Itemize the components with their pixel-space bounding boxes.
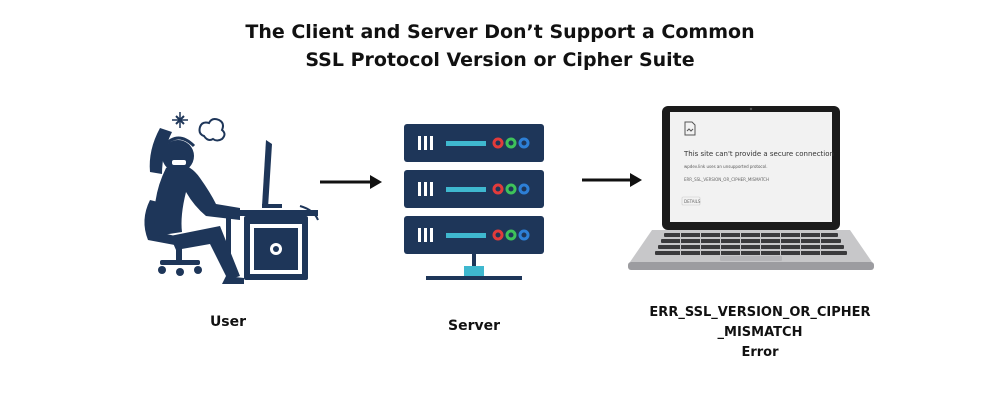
server-unit-1	[404, 124, 544, 162]
error-label-line-3: Error	[741, 345, 779, 360]
anger-symbol-icon	[172, 112, 188, 128]
screen-error-code: ERR_SSL_VERSION_OR_CIPHER_MISMATCH	[684, 177, 769, 182]
diagram-title: The Client and Server Don’t Support a Co…	[0, 18, 1000, 74]
user-label: User	[209, 314, 247, 330]
frustrated-user-icon	[144, 112, 319, 284]
steam-cloud-icon	[198, 118, 226, 142]
screen-details-button[interactable]: DETAILS	[684, 199, 701, 204]
server-unit-2	[404, 170, 544, 208]
arrow-right-icon	[320, 175, 382, 189]
broken-page-icon	[684, 121, 696, 136]
screen-subtext: wpdev.link uses an unsupported protocol.	[684, 164, 768, 169]
arrow-right-icon	[582, 173, 642, 187]
title-line-2: SSL Protocol Version or Cipher Suite	[305, 49, 695, 71]
server-label: Server	[447, 318, 500, 334]
server-unit-3	[404, 216, 544, 254]
error-label-line-1: ERR_SSL_VERSION_OR_CIPHER	[649, 305, 871, 320]
screen-heading: This site can't provide a secure connect…	[684, 150, 834, 158]
laptop-icon	[628, 106, 874, 270]
error-label: ERR_SSL_VERSION_OR_CIPHER _MISMATCH Erro…	[640, 303, 880, 363]
error-label-line-2: _MISMATCH	[717, 325, 803, 340]
title-line-1: The Client and Server Don’t Support a Co…	[245, 21, 755, 43]
keyboard	[655, 233, 847, 255]
server-rack-icon	[404, 124, 544, 280]
